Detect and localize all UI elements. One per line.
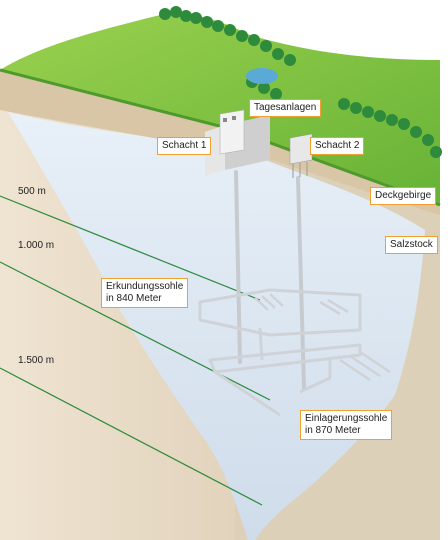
erkundungssohle-label: Erkundungssohle in 840 Meter <box>101 278 189 308</box>
tree-icon <box>159 6 442 158</box>
emplacement-drifts <box>254 293 391 382</box>
einlagerungssohle-line1: Einlagerungssohle <box>305 413 388 424</box>
depth-1000-label: 1.000 m <box>18 240 55 251</box>
shaft-building-icon <box>205 109 270 176</box>
erkundungssohle-line1: Erkundungssohle <box>106 281 184 292</box>
grass-surface <box>0 13 440 205</box>
depth-500-label: 500 m <box>18 186 46 197</box>
salzstock-label: Salzstock <box>385 236 438 254</box>
tagesanlagen-label: Tagesanlagen <box>249 99 322 117</box>
depth-1500-label: 1.500 m <box>18 355 55 366</box>
galleries <box>198 288 362 417</box>
erkundungssohle-line2: in 840 Meter <box>106 293 162 304</box>
schacht2-label: Schacht 2 <box>310 137 365 155</box>
deckgebirge-label: Deckgebirge <box>370 187 437 205</box>
einlagerungssohle-line2: in 870 Meter <box>305 425 361 436</box>
pond-icon <box>246 68 278 84</box>
shafts <box>234 170 306 390</box>
shaft-tower-icon <box>289 133 313 178</box>
schacht1-label: Schacht 1 <box>157 137 212 155</box>
einlagerungssohle-label: Einlagerungssohle in 870 Meter <box>300 410 393 440</box>
